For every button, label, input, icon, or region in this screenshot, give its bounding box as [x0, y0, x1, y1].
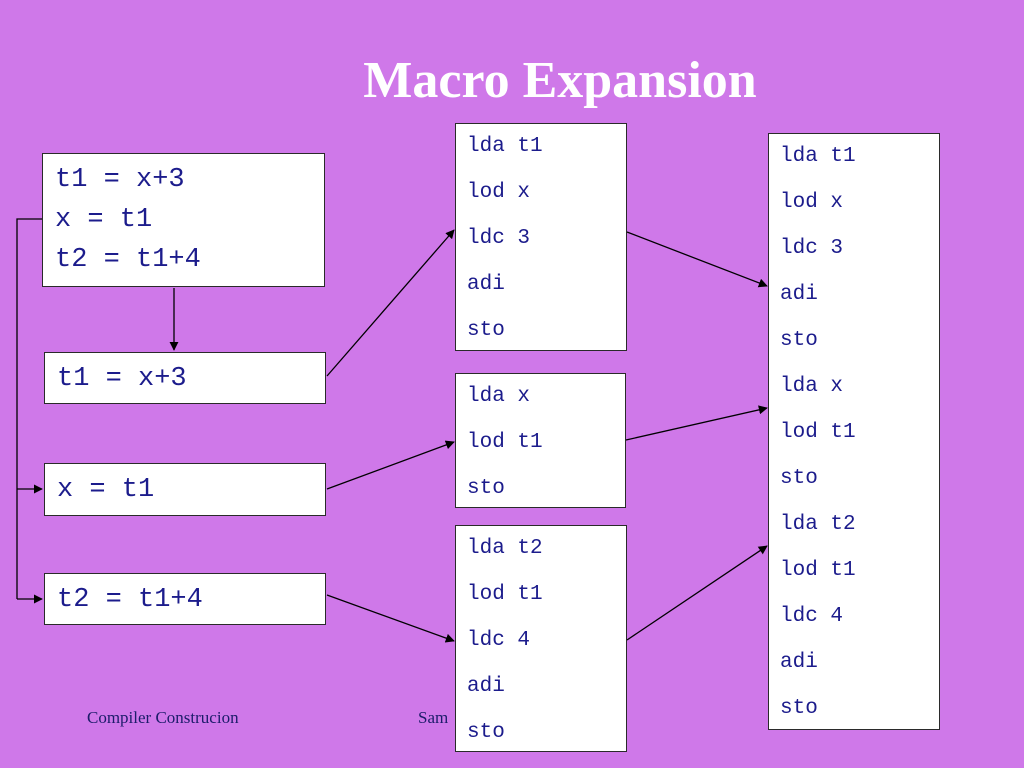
code-line: lda t2	[467, 537, 543, 560]
code-line: lda t1	[467, 135, 543, 158]
final-code-line: lod x	[780, 191, 844, 214]
code-line: sto	[467, 319, 505, 342]
final-code-line: ldc 4	[780, 605, 844, 628]
arrow-stmt3-to-code3	[326, 594, 455, 643]
code-line: ldc 3	[467, 227, 531, 250]
source-line: t1 = x+3	[55, 165, 185, 195]
arrow-code1-to-final	[626, 231, 768, 288]
final-code-line: adi	[780, 651, 818, 674]
final-code-line: sto	[780, 697, 818, 720]
final-code-line: lod t1	[780, 559, 856, 582]
final-code-line: lod t1	[780, 421, 856, 444]
statement-box-2: x = t1	[44, 463, 326, 516]
slide-title: Macro Expansion	[363, 52, 757, 109]
code-line: sto	[467, 477, 505, 500]
statement-text: t1 = x+3	[57, 364, 187, 394]
final-code-line: lda x	[780, 375, 844, 398]
final-code-block: lda t1 lod x ldc 3 adi sto lda x lod t1 …	[768, 133, 940, 730]
code-block-1: lda t1 lod x ldc 3 adi sto	[455, 123, 627, 351]
code-block-2: lda x lod t1 sto	[455, 373, 626, 508]
code-line: lda x	[467, 385, 531, 408]
statement-text: t2 = t1+4	[57, 585, 203, 615]
statement-box-3: t2 = t1+4	[44, 573, 326, 625]
bracket-source-left	[16, 218, 42, 599]
code-block-3: lda t2 lod t1 ldc 4 adi sto	[455, 525, 627, 752]
code-line: lod t1	[467, 431, 543, 454]
arrow-code3-to-final	[626, 545, 768, 641]
source-line: t2 = t1+4	[55, 245, 201, 275]
footer-author: Sam	[418, 708, 449, 727]
arrow-code2-to-final	[625, 405, 768, 441]
arrow-stmt1-to-code1	[326, 229, 455, 377]
final-code-line: ldc 3	[780, 237, 844, 260]
code-line: lod t1	[467, 583, 543, 606]
source-code-box: t1 = x+3 x = t1 t2 = t1+4	[42, 153, 325, 287]
final-code-line: lda t1	[780, 145, 856, 168]
final-code-line: sto	[780, 329, 818, 352]
code-line: ldc 4	[467, 629, 531, 652]
code-line: adi	[467, 273, 505, 296]
code-line: lod x	[467, 181, 531, 204]
final-code-line: lda t2	[780, 513, 856, 536]
arrow-stmt2-to-code2	[326, 440, 455, 490]
final-code-line: sto	[780, 467, 818, 490]
source-line: x = t1	[55, 205, 153, 235]
statement-box-1: t1 = x+3	[44, 352, 326, 404]
final-code-line: adi	[780, 283, 818, 306]
code-line: sto	[467, 721, 505, 744]
footer-course-name: Compiler Construcion	[87, 708, 239, 727]
code-line: adi	[467, 675, 505, 698]
statement-text: x = t1	[57, 475, 155, 505]
